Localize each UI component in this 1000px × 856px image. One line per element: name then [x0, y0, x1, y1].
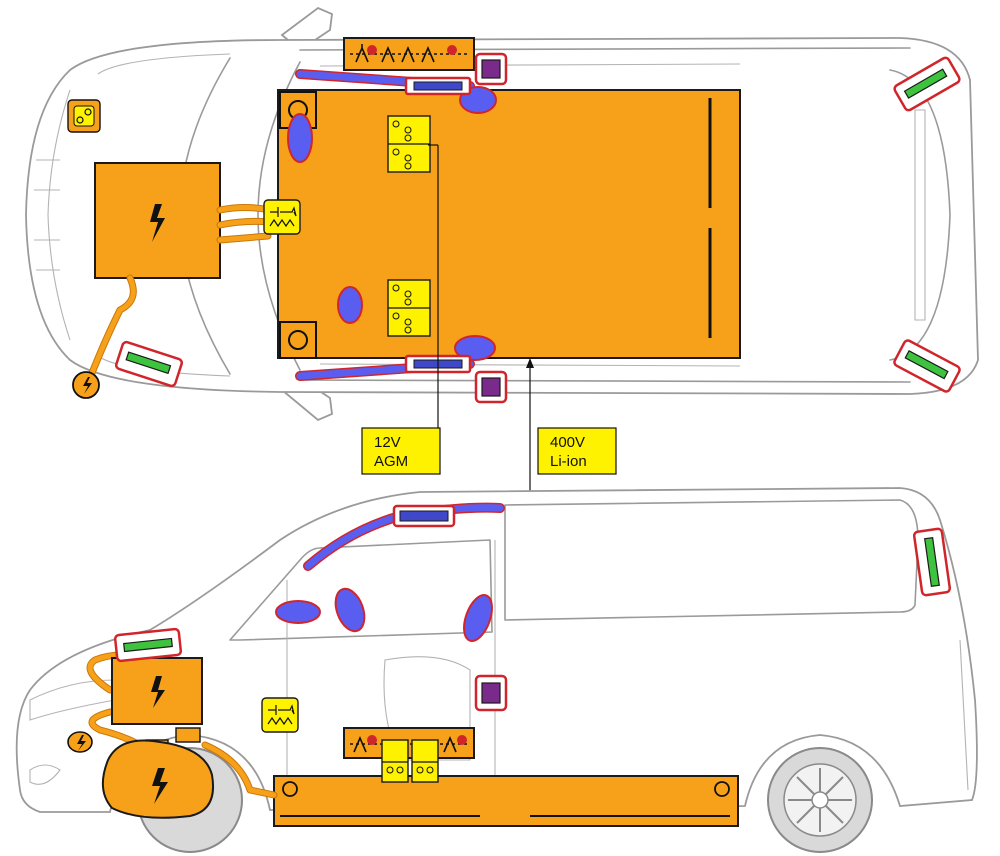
hood-release-inner — [73, 105, 95, 127]
lv-terminal-7 — [392, 284, 400, 292]
label-400v-liion: 400V Li-ion — [537, 427, 617, 475]
side-airbag-right-top — [454, 335, 496, 361]
disconnect-symbol-top — [270, 206, 297, 217]
front-bumper-line — [47, 89, 71, 341]
rear-edge-line — [959, 639, 969, 791]
lv-terminal-3 — [404, 134, 412, 142]
driver-airbag-side — [275, 600, 321, 624]
right-sill-line — [299, 379, 911, 383]
lv-side-terminal-3 — [416, 766, 424, 774]
high-voltage-icon-side — [151, 676, 165, 708]
gas-generator-left — [413, 81, 463, 91]
lv-battery-side-2 — [411, 739, 439, 783]
label-box-12v — [361, 427, 441, 475]
hood-release-dot-1 — [76, 116, 84, 124]
disconnect-symbol-side — [268, 704, 295, 715]
lv-terminal-12 — [404, 326, 412, 334]
lv-side-terminal-2 — [396, 766, 404, 774]
battery-mount-bl — [279, 321, 317, 359]
gas-struts-side — [113, 527, 952, 663]
battery-bolt-side-right — [714, 781, 730, 797]
lv-terminal-10 — [392, 312, 400, 320]
lv-terminal-8 — [404, 290, 412, 298]
hv-unit-side — [67, 651, 278, 819]
hv-battery-side — [273, 775, 739, 827]
resistor-symbol-top — [269, 218, 295, 228]
gas-struts-top — [114, 56, 961, 393]
rear-side-window — [504, 499, 919, 621]
hood-strut-side — [123, 637, 173, 653]
control-unit-side-box — [481, 682, 501, 704]
callout-arrow-400v-top — [526, 358, 534, 368]
pyro-disconnect-side — [261, 697, 299, 733]
high-voltage-icon-drive — [152, 768, 168, 804]
hv-cable-1 — [217, 205, 273, 213]
lv-terminal-6 — [404, 162, 412, 170]
tensioner-red-dot-side-1 — [367, 735, 377, 745]
tensioner-red-dot-2 — [447, 45, 457, 55]
control-unit-top-right — [481, 377, 501, 397]
hood-strut-top — [125, 351, 172, 375]
front-grille — [34, 159, 60, 271]
airbags-side — [275, 502, 505, 642]
label-12v-line2: AGM — [374, 453, 408, 470]
control-unit-side — [474, 674, 508, 712]
battery-mount-bolt-bl — [288, 330, 308, 350]
lv-side-terminal-1 — [386, 766, 394, 774]
belt-tensioners-top — [343, 37, 508, 404]
front-window — [229, 539, 493, 641]
lv-batteries-top — [387, 115, 431, 337]
battery-bolt-side-left — [282, 781, 298, 797]
lv-terminal-2 — [404, 126, 412, 134]
hv-battery-pack-side — [273, 775, 739, 827]
tailgate-strut-top-left — [903, 68, 948, 99]
lv-terminal-4 — [392, 148, 400, 156]
knee-airbag-side — [334, 587, 366, 633]
rear-hub — [811, 791, 829, 809]
belt-tensioner-strip-side — [343, 727, 475, 759]
tailgate-strut-side — [924, 536, 940, 588]
label-box-400v — [537, 427, 617, 475]
pyro-fuse-side — [261, 697, 299, 733]
lv-terminal-11 — [404, 318, 412, 326]
label-12v-agm: 12V AGM — [361, 427, 441, 475]
airbags-top — [287, 69, 497, 381]
label-12v-line1: 12V — [374, 434, 401, 451]
hood-line-left — [97, 53, 231, 75]
tensioner-red-dot-1 — [367, 45, 377, 55]
hood-release-dot-2 — [84, 108, 92, 116]
lv-terminal-1 — [392, 120, 400, 128]
hv-charge-cable — [87, 275, 136, 381]
lv-battery-side-1 — [381, 739, 409, 783]
charge-port-icon — [83, 377, 92, 394]
gas-generator-side — [399, 510, 449, 522]
tailgate-strut-top-right — [904, 349, 949, 380]
lv-side-terminal-4 — [426, 766, 434, 774]
label-400v-line2: Li-ion — [550, 453, 587, 470]
fog-light-side — [29, 764, 61, 785]
rear-gate-handle — [914, 109, 926, 321]
hv-junction-box — [175, 727, 201, 743]
side-body-outline — [15, 487, 978, 813]
driver-airbag-top — [287, 113, 313, 163]
seat-airbag-side — [463, 594, 493, 642]
lv-terminal-5 — [404, 154, 412, 162]
belt-tensioners-side — [343, 727, 475, 783]
label-400v-line1: 400V — [550, 434, 585, 451]
pyro-disconnect-top — [263, 199, 301, 235]
charge-port-icon-side — [77, 735, 86, 751]
hood-release — [67, 99, 101, 133]
side-view-vehicle — [15, 487, 978, 853]
tensioner-red-dot-side-2 — [457, 735, 467, 745]
hv-cable-3 — [217, 233, 271, 243]
control-unit-top-left — [481, 59, 501, 79]
high-voltage-icon — [150, 204, 165, 242]
passenger-airbag-top — [337, 286, 363, 324]
pyro-fuse-top — [263, 199, 301, 235]
resistor-symbol-side — [267, 716, 293, 726]
lv-terminal-9 — [404, 298, 412, 306]
